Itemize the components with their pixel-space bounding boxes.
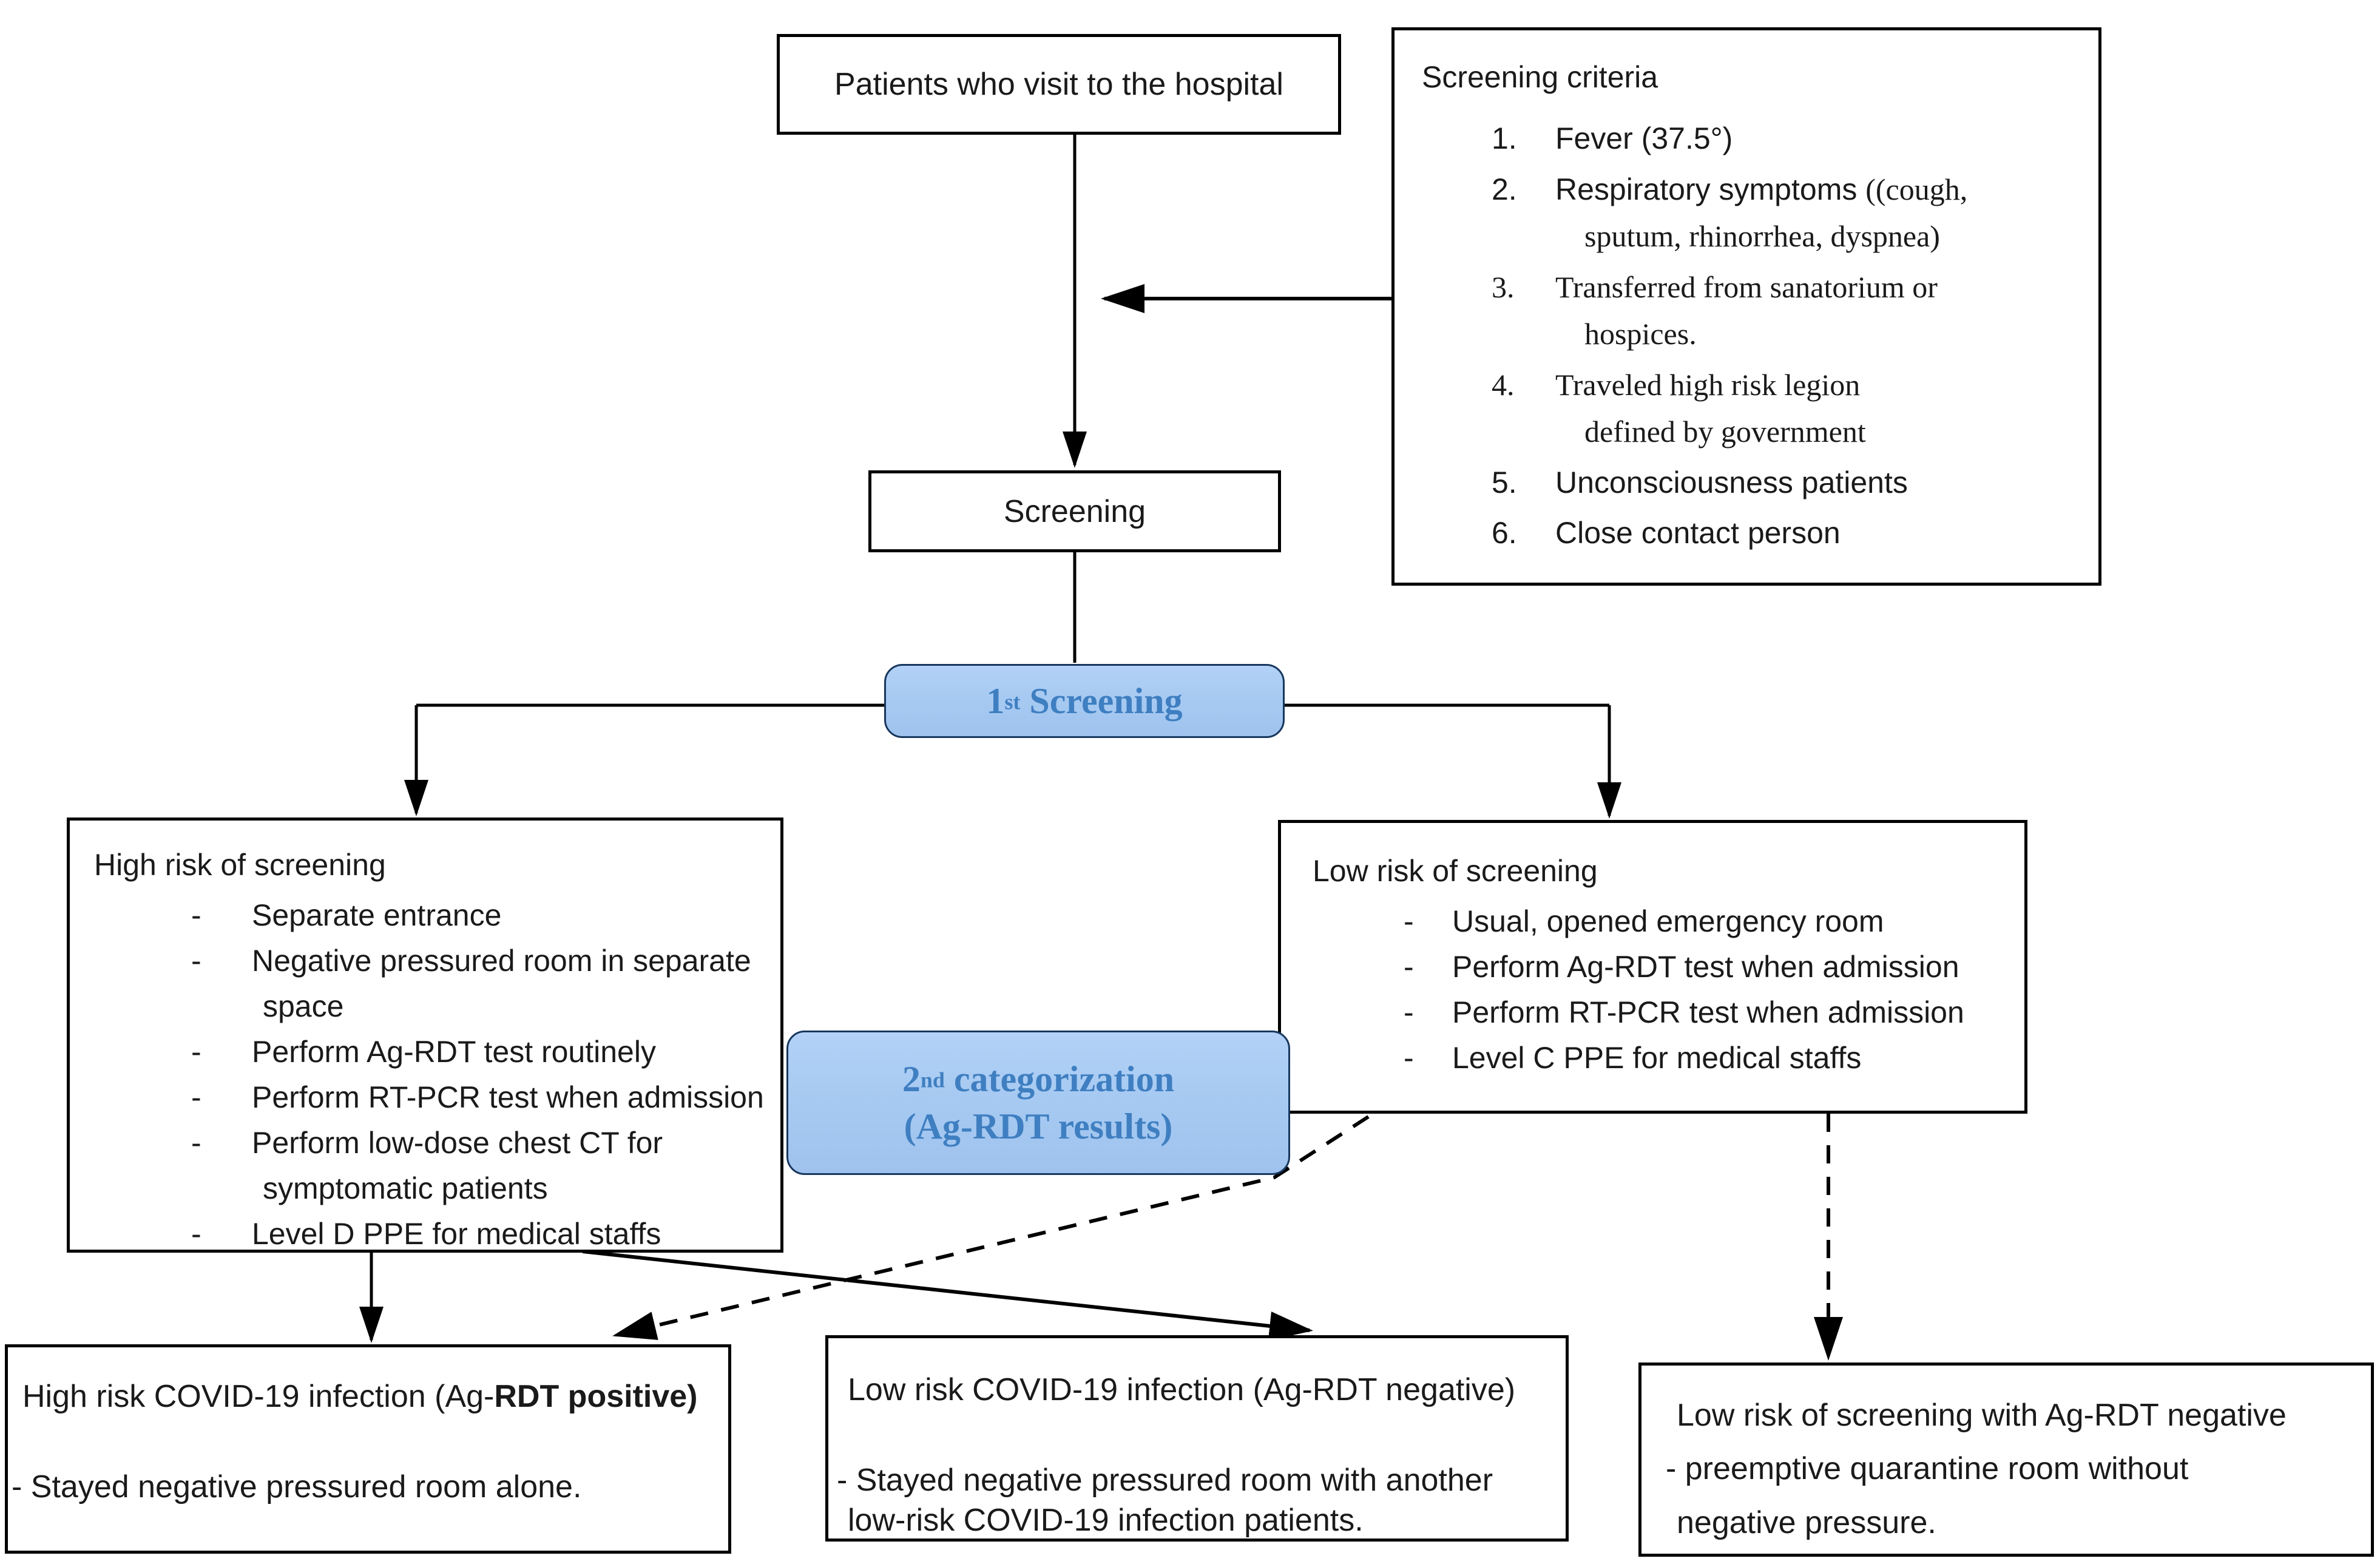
criteria-item-number: 2.: [1492, 172, 1517, 206]
criteria-item-text: Transferred from sanatorium or hospices.: [1555, 264, 2080, 358]
criteria-item-2-serif: ((cough,: [1865, 172, 1968, 206]
criteria-item-text: Fever (37.5°): [1555, 121, 1733, 155]
criteria-item-number: 4.: [1492, 367, 1515, 402]
second-categorization-text: categorization: [944, 1059, 1175, 1099]
dashed-arrow-lowrisk-to-positive-box: [612, 1115, 1370, 1340]
low-risk-item-text: Level C PPE for medical staffs: [1452, 1041, 1862, 1075]
second-categorization-number: 2: [902, 1059, 921, 1099]
low-risk-covid-title: Low risk COVID-19 infection (Ag-RDT nega…: [848, 1372, 1516, 1407]
patients-label: Patients who visit to the hospital: [834, 67, 1283, 102]
criteria-item-3-line2: hospices.: [1584, 317, 1697, 351]
node-screening-criteria: Screening criteria 1. Fever (37.5°) 2. R…: [1391, 27, 2101, 586]
criteria-title: Screening criteria: [1422, 60, 1658, 94]
node-low-risk-screening: Low risk of screening - Usual, opened em…: [1278, 820, 2027, 1114]
criteria-item-4: 4. Traveled high risk legion defined by …: [1422, 362, 2080, 456]
low-risk-item-text: Perform RT-PCR test when admission: [1452, 995, 1964, 1029]
low-risk-quarantine-line2: negative pressure.: [1677, 1505, 1936, 1540]
high-risk-item-text: Level D PPE for medical staffs: [252, 1217, 661, 1251]
low-risk-covid-line1: - Stayed negative pressured room with an…: [837, 1462, 1493, 1498]
criteria-item-number: 1.: [1492, 121, 1517, 155]
low-risk-quarantine-line1: - preemptive quarantine room without: [1666, 1451, 2189, 1487]
high-risk-covid-title-regular: High risk COVID-19 infection (Ag-: [22, 1379, 495, 1414]
node-low-risk-quarantine: Low risk of screening with Ag-RDT negati…: [1638, 1363, 2374, 1557]
node-screening: Screening: [868, 470, 1281, 552]
second-categorization-ordinal: nd: [920, 1068, 945, 1092]
high-risk-item-text: Perform low-dose chest CT for: [252, 1126, 663, 1160]
criteria-item-6: 6. Close contact person: [1422, 510, 2080, 557]
high-risk-item-text: Perform Ag-RDT test routinely: [252, 1035, 656, 1069]
node-high-risk-screening: High risk of screening - Separate entran…: [67, 818, 783, 1253]
bullet-dash: -: [1404, 904, 1414, 938]
high-risk-item-text: Perform RT-PCR test when admission: [252, 1080, 764, 1114]
high-risk-covid-line1: - Stayed negative pressured room alone.: [12, 1469, 582, 1505]
first-screening-text: Screening: [1020, 681, 1183, 721]
first-screening-label: 1st Screening: [986, 683, 1182, 719]
node-patients: Patients who visit to the hospital: [777, 34, 1341, 135]
node-high-risk-covid: High risk COVID-19 infection (Ag-RDT pos…: [5, 1344, 731, 1554]
node-first-screening: 1st Screening: [884, 664, 1285, 738]
high-risk-title: High risk of screening: [94, 848, 386, 882]
high-risk-item: - Level D PPE for medical staffs: [94, 1211, 768, 1257]
screening-label: Screening: [1003, 493, 1146, 529]
high-risk-covid-title-bold: RDT positive): [494, 1379, 698, 1414]
criteria-item-text: Unconsciousness patients: [1555, 465, 1908, 499]
high-risk-covid-title: High risk COVID-19 infection (Ag-RDT pos…: [22, 1376, 721, 1417]
criteria-item-2-sans: Respiratory symptoms: [1555, 172, 1866, 206]
criteria-item-1: 1. Fever (37.5°): [1422, 115, 2080, 163]
criteria-item-text: Respiratory symptoms ((cough, sputum, rh…: [1555, 166, 2080, 260]
criteria-item-2-line2: sputum, rhinorrhea, dyspnea): [1584, 219, 1940, 253]
low-risk-item: - Usual, opened emergency room: [1313, 899, 2012, 944]
low-risk-quarantine-title: Low risk of screening with Ag-RDT negati…: [1677, 1398, 2287, 1433]
bullet-dash: -: [191, 944, 201, 978]
criteria-item-text: Close contact person: [1555, 516, 1841, 550]
first-screening-number: 1: [986, 681, 1005, 721]
criteria-item-text: Traveled high risk legion defined by gov…: [1555, 362, 2080, 456]
low-risk-item: - Level C PPE for medical staffs: [1313, 1035, 2012, 1081]
second-categorization-line1: 2nd categorization: [902, 1061, 1174, 1097]
low-risk-title: Low risk of screening: [1313, 854, 1598, 888]
bullet-dash: -: [191, 1080, 201, 1114]
criteria-item-number: 6.: [1492, 516, 1517, 550]
high-risk-item-continuation: space: [263, 989, 344, 1023]
criteria-item-number: 5.: [1492, 465, 1517, 499]
low-risk-item-text: Perform Ag-RDT test when admission: [1452, 950, 1959, 984]
arrow-highrisk-to-negative: [582, 1250, 1313, 1341]
criteria-item-2: 2. Respiratory symptoms ((cough, sputum,…: [1422, 166, 2080, 260]
high-risk-item: - Negative pressured room in separate: [94, 938, 768, 984]
high-risk-item-text: Separate entrance: [252, 898, 502, 932]
criteria-item-5: 5. Unconsciousness patients: [1422, 459, 2080, 507]
bullet-dash: -: [191, 1035, 201, 1069]
node-second-categorization: 2nd categorization (Ag-RDT results): [786, 1031, 1290, 1175]
high-risk-item: - Separate entrance: [94, 893, 768, 938]
low-risk-item-text: Usual, opened emergency room: [1452, 904, 1884, 938]
criteria-item-4-line1: Traveled high risk legion: [1555, 367, 1861, 402]
criteria-item-4-line2: defined by government: [1584, 415, 1866, 449]
high-risk-item: - Perform RT-PCR test when admission: [94, 1075, 768, 1120]
bullet-dash: -: [1404, 950, 1414, 984]
bullet-dash: -: [191, 1126, 201, 1160]
second-categorization-line2: (Ag-RDT results): [904, 1106, 1173, 1146]
bullet-dash: -: [191, 898, 201, 932]
node-low-risk-covid: Low risk COVID-19 infection (Ag-RDT nega…: [825, 1335, 1569, 1542]
bullet-dash: -: [1404, 995, 1414, 1029]
high-risk-item: - Perform low-dose chest CT for: [94, 1120, 768, 1166]
bullet-dash: -: [191, 1217, 201, 1251]
low-risk-item: - Perform RT-PCR test when admission: [1313, 990, 2012, 1035]
low-risk-item: - Perform Ag-RDT test when admission: [1313, 944, 2012, 990]
bullet-dash: -: [1404, 1041, 1414, 1075]
low-risk-covid-line2: low-risk COVID-19 infection patients.: [848, 1503, 1364, 1539]
criteria-item-number: 3.: [1492, 269, 1515, 304]
high-risk-item: - Perform Ag-RDT test routinely: [94, 1029, 768, 1075]
criteria-item-3-line1: Transferred from sanatorium or: [1555, 269, 1938, 304]
criteria-item-3: 3. Transferred from sanatorium or hospic…: [1422, 264, 2080, 358]
high-risk-item-continuation: symptomatic patients: [263, 1171, 548, 1205]
high-risk-item-text: Negative pressured room in separate: [252, 944, 751, 978]
first-screening-ordinal: st: [1004, 689, 1021, 714]
